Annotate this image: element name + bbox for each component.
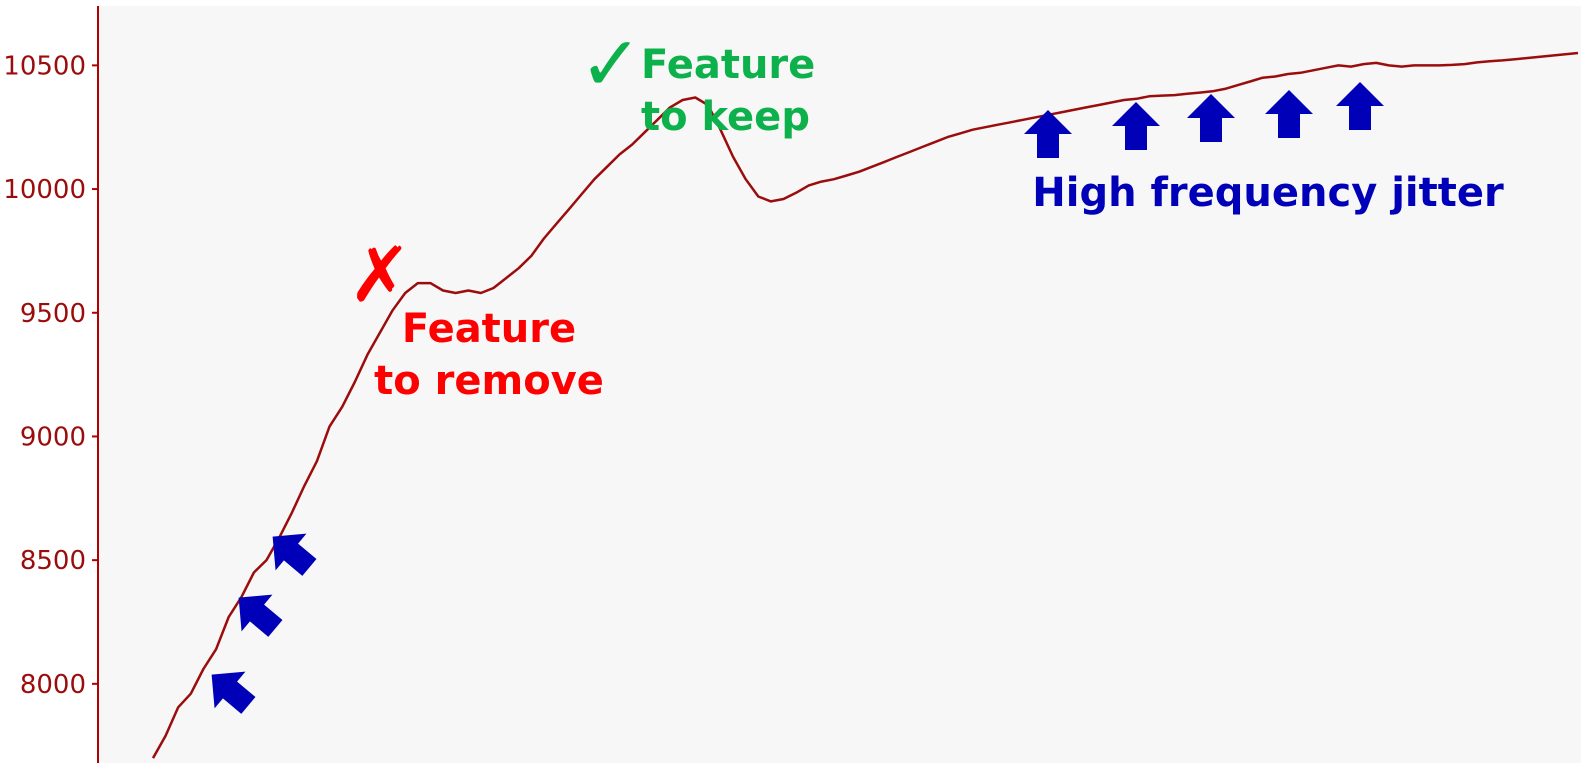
arrow-shape xyxy=(272,533,317,576)
annotation-feature-to-keep: ✓ Feature to keep xyxy=(579,19,815,140)
plot-background xyxy=(98,6,1581,763)
remove-note-line-2: to remove xyxy=(374,358,604,404)
arrow-shape xyxy=(1187,94,1235,142)
y-tick-label: 8500 xyxy=(20,546,86,576)
arrow-shape xyxy=(238,594,283,637)
keep-note-line-2: to keep xyxy=(641,94,810,140)
series-line xyxy=(151,51,1579,759)
arrow-shape xyxy=(1265,90,1313,138)
check-mark-icon: ✓ xyxy=(579,19,643,108)
remove-note-line-1: Feature xyxy=(402,306,576,352)
arrow-icon xyxy=(211,671,256,714)
jitter-note: High frequency jitter xyxy=(1032,170,1504,216)
arrow-icon xyxy=(1112,102,1160,150)
arrow-shape xyxy=(211,671,256,714)
y-tick-label: 8000 xyxy=(20,670,86,700)
arrow-icon xyxy=(272,533,317,576)
arrow-icon xyxy=(1024,110,1072,158)
arrow-icon xyxy=(1187,94,1235,142)
arrow-shape xyxy=(1336,82,1384,130)
annotation-high-frequency-jitter: High frequency jitter xyxy=(211,82,1504,714)
annotation-feature-to-remove: ✗ Feature to remove xyxy=(348,230,604,404)
y-tick-label: 10500 xyxy=(3,51,86,81)
y-axis-ticks: 8000 8500 9000 9500 10000 10500 xyxy=(3,51,98,700)
arrow-shape xyxy=(1024,110,1072,158)
arrow-shape xyxy=(1112,102,1160,150)
jitter-arrows xyxy=(211,82,1384,714)
y-tick-label: 10000 xyxy=(3,175,86,205)
arrow-icon xyxy=(238,594,283,637)
arrow-icon xyxy=(1336,82,1384,130)
arrow-icon xyxy=(1265,90,1313,138)
cross-mark-icon: ✗ xyxy=(348,230,412,319)
keep-note-line-1: Feature xyxy=(641,42,815,88)
y-tick-label: 9000 xyxy=(20,422,86,452)
y-tick-label: 9500 xyxy=(20,299,86,329)
